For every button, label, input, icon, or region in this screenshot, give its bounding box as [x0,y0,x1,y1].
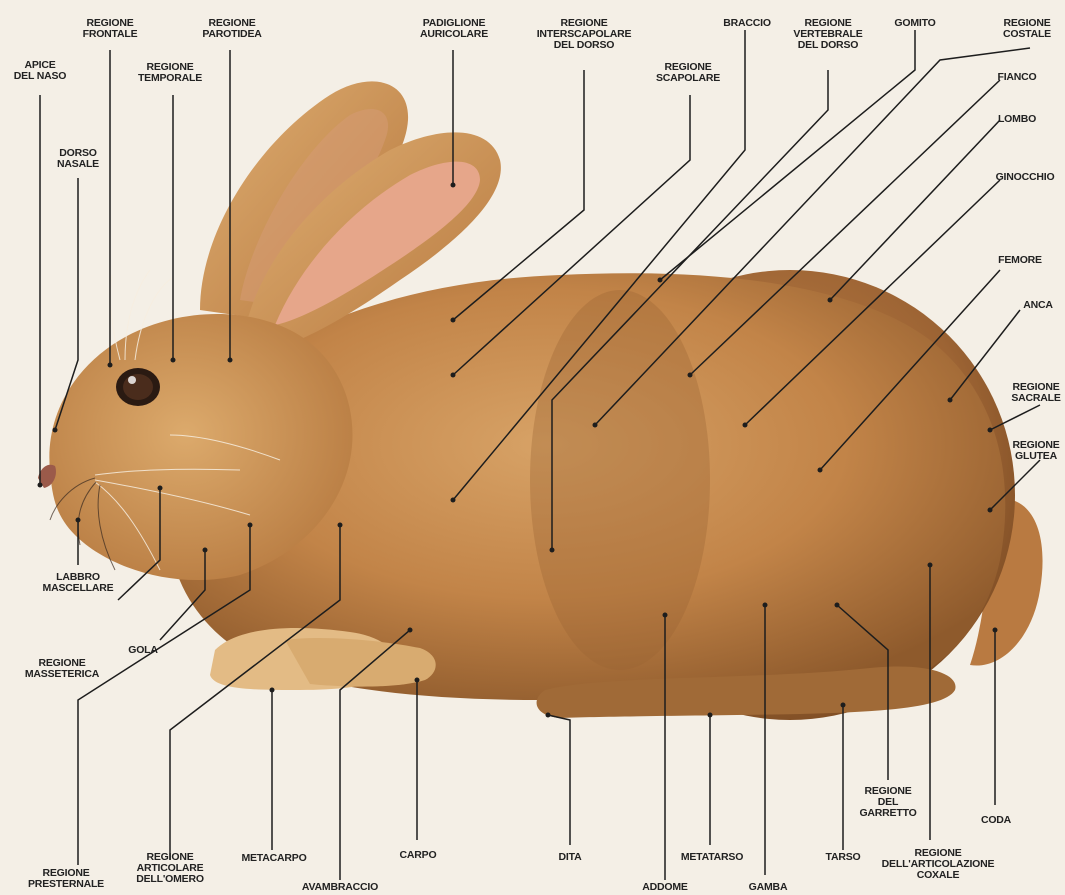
label-braccio: BRACCIO [723,18,771,29]
label-anca: ANCA [1023,300,1053,311]
label-gomito: GOMITO [894,18,935,29]
label-metatarso: METATARSO [681,852,743,863]
label-avambraccio: AVAMBRACCIO [302,882,378,893]
label-ginocchio: GINOCCHIO [996,172,1055,183]
label-coda: CODA [981,815,1011,826]
label-femore: FEMORE [998,255,1042,266]
label-metacarpo: METACARPO [241,853,306,864]
label-gola: GOLA [128,645,158,656]
label-gamba: GAMBA [749,882,788,893]
label-addome: ADDOME [642,882,687,893]
label-fianco: FIANCO [997,72,1036,83]
label-carpo: CARPO [400,850,437,861]
label-lombo: LOMBO [998,114,1036,125]
label-dita: DITA [559,852,582,863]
label-tarso: TARSO [826,852,861,863]
